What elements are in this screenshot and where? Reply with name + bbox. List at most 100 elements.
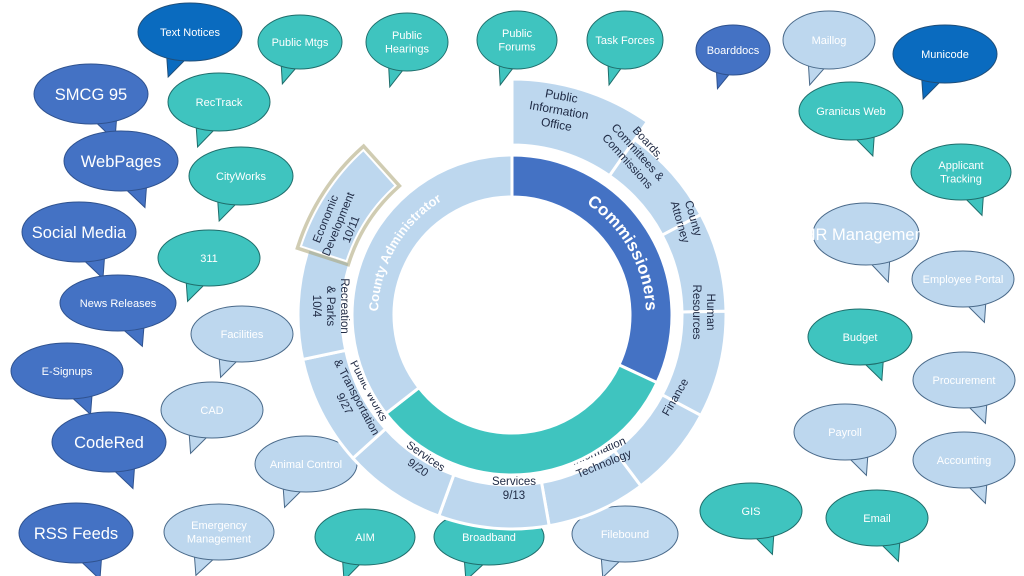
- bubble-budget[interactable]: Budget: [807, 308, 913, 382]
- bubble-fill: [192, 307, 292, 361]
- bubble-municode[interactable]: Municode: [892, 24, 998, 101]
- bubble-gis[interactable]: GIS: [699, 482, 803, 556]
- bubble-boarddocs[interactable]: Boarddocs: [695, 24, 771, 91]
- bubble-label: Filebound: [601, 529, 649, 541]
- bubble-email[interactable]: Email: [825, 489, 929, 563]
- bubble-label: Facilities: [221, 329, 264, 341]
- bubble-label: RecTrack: [196, 97, 243, 109]
- center-hole: [395, 198, 629, 432]
- bubble-fill: [190, 148, 292, 204]
- department-label: PublicInformationOffice: [526, 84, 593, 137]
- bubble-public-mtgs[interactable]: Public Mtgs: [257, 14, 343, 86]
- citizens-label: Citizens: [479, 406, 544, 425]
- bubble-fill: [169, 74, 269, 130]
- bubble-rectrack[interactable]: RecTrack: [167, 72, 271, 149]
- bubble-fill: [20, 504, 132, 562]
- bubble-fill: [12, 344, 122, 398]
- bubble-animal-control[interactable]: Animal Control: [254, 435, 358, 509]
- bubble-label: CodeRed: [74, 434, 144, 452]
- bubble-label: Accounting: [937, 455, 991, 467]
- bubble-fill: [53, 413, 165, 471]
- bubble-fill: [914, 353, 1014, 407]
- bubble-fill: [809, 310, 911, 364]
- bubble-codered[interactable]: CodeRed: [51, 411, 167, 490]
- bubble-fill: [61, 276, 175, 330]
- bubble-fill: [35, 65, 147, 123]
- bubble-aim[interactable]: AIM: [314, 508, 416, 576]
- bubble-label: Procurement: [933, 375, 996, 387]
- bubble-label: GIS: [742, 506, 761, 518]
- bubble-fill: [139, 4, 241, 60]
- department-recreation[interactable]: Recreation& Parks10/4: [296, 246, 353, 362]
- bubble-label: WebPages: [81, 153, 161, 171]
- bubble-label: AIM: [355, 532, 375, 544]
- bubble-payroll[interactable]: Payroll: [793, 403, 897, 477]
- bubble-procurement[interactable]: Procurement: [912, 351, 1016, 425]
- bubble-label: Granicus Web: [816, 106, 886, 118]
- bubble-task-forces[interactable]: Task Forces: [586, 10, 664, 87]
- bubble-311[interactable]: 311: [157, 229, 261, 303]
- bubble-fill: [795, 405, 895, 459]
- bubble-label: CityWorks: [216, 171, 266, 183]
- bubble-fill: [914, 433, 1014, 487]
- bubble-webpages[interactable]: WebPages: [63, 130, 179, 209]
- bubble-fill: [800, 83, 902, 139]
- bubble-label: 311: [200, 253, 218, 265]
- bubble-social-media[interactable]: Social Media: [21, 201, 137, 280]
- department-pio[interactable]: PublicInformationOffice: [510, 77, 650, 178]
- bubble-fill: [588, 12, 662, 68]
- bubble-fill: [162, 383, 262, 437]
- bubble-fill: [814, 204, 918, 264]
- bubble-label: Broadband: [462, 532, 516, 544]
- bubble-cityworks[interactable]: CityWorks: [188, 146, 294, 223]
- bubble-fill: [701, 484, 801, 538]
- department-hr[interactable]: HumanResources: [660, 285, 728, 418]
- bubble-label: HR Management: [804, 226, 929, 244]
- bubble-fill: [23, 203, 135, 261]
- bubble-hr-management[interactable]: HR Management: [804, 202, 929, 284]
- bubble-granicus-web[interactable]: Granicus Web: [798, 81, 904, 158]
- bubble-label: SMCG 95: [55, 86, 127, 104]
- bubble-label: Boarddocs: [707, 45, 760, 57]
- bubble-fill: [478, 12, 556, 68]
- bubble-label: Animal Control: [270, 459, 342, 471]
- bubble-news-releases[interactable]: News Releases: [59, 274, 177, 348]
- bubble-label: CAD: [200, 405, 223, 417]
- county-administrator-segment[interactable]: [350, 153, 514, 416]
- bubble-accounting[interactable]: Accounting: [912, 431, 1016, 505]
- bubble-fill: [316, 510, 414, 564]
- bubble-fill: [912, 145, 1010, 199]
- bubble-fill: [159, 231, 259, 285]
- bubble-fill: [65, 132, 177, 190]
- bubble-label: Public Mtgs: [272, 37, 329, 49]
- bubble-rss-feeds[interactable]: RSS Feeds: [18, 502, 134, 576]
- bubble-maillog[interactable]: Maillog: [782, 10, 876, 87]
- bubble-e-signups[interactable]: E-Signups: [10, 342, 124, 416]
- bubble-text-notices[interactable]: Text Notices: [137, 2, 243, 79]
- bubble-label: Text Notices: [160, 27, 220, 39]
- bubble-fill: [256, 437, 356, 491]
- bubble-employee-portal[interactable]: Employee Portal: [911, 250, 1015, 324]
- bubble-label: Social Media: [32, 224, 127, 242]
- department-label: HumanResources: [690, 285, 716, 340]
- bubble-fill: [259, 16, 341, 68]
- bubble-label: Municode: [921, 49, 969, 61]
- bubble-fill: [913, 252, 1013, 306]
- segment-shape: [510, 77, 650, 178]
- bubble-filebound[interactable]: Filebound: [571, 505, 679, 576]
- department-econdev[interactable]: EconomicDevelopment10/11: [295, 143, 402, 267]
- bubble-cad[interactable]: CAD: [160, 381, 264, 455]
- bubble-fill: [894, 26, 996, 82]
- segment-shape: [299, 148, 397, 263]
- bubble-smcg95[interactable]: SMCG 95: [33, 63, 149, 142]
- bubble-facilities[interactable]: Facilities: [190, 305, 294, 379]
- bubble-fill: [573, 507, 677, 561]
